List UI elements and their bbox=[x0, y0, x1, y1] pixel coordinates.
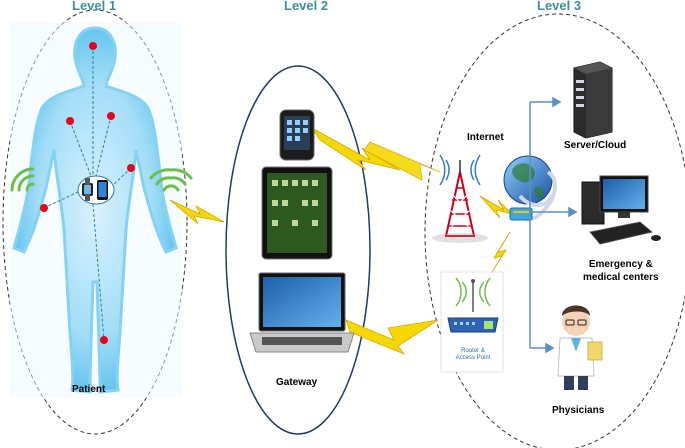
sensor-left-shoulder bbox=[66, 117, 74, 125]
router-label: Router & Access Point bbox=[449, 348, 497, 362]
lightning-icon-phone-internet bbox=[311, 127, 441, 181]
patient-body-figure bbox=[10, 22, 182, 398]
sensor-leg bbox=[100, 336, 108, 344]
emergency-label-line1: Emergency & bbox=[588, 259, 653, 270]
router-icon bbox=[440, 271, 504, 373]
desktop-computer-icon bbox=[581, 175, 661, 245]
gateway-label: Gateway bbox=[276, 377, 318, 388]
patient-label: Patient bbox=[72, 384, 106, 395]
body-sensors bbox=[40, 42, 135, 344]
sensor-head bbox=[89, 42, 97, 50]
emergency-label-line2: medical centers bbox=[583, 272, 659, 283]
globe-icon bbox=[503, 155, 557, 221]
sensor-network-lines bbox=[43, 46, 132, 341]
level1-boundary bbox=[2, 9, 188, 435]
lightning-icon-patient-gateway bbox=[169, 199, 225, 225]
server-icon bbox=[573, 61, 613, 139]
internet-label: Internet bbox=[467, 132, 504, 143]
lightning-icon-tower-globe bbox=[479, 195, 514, 219]
level3-title: Level 3 bbox=[537, 0, 582, 13]
emergency-centers-label: Emergency & medical centers bbox=[583, 258, 659, 284]
router-label-line2: Access Point bbox=[455, 355, 491, 361]
level1-title: Level 1 bbox=[72, 0, 117, 13]
level2-title: Level 2 bbox=[284, 0, 329, 13]
server-cloud-label: Server/Cloud bbox=[564, 140, 627, 151]
wifi-icon-right bbox=[149, 168, 193, 192]
smartphone-icon bbox=[97, 180, 108, 200]
physicians-label: Physicians bbox=[552, 405, 605, 416]
sensor-right-shoulder bbox=[107, 112, 115, 120]
physician-icon bbox=[557, 305, 603, 390]
lightning-icon-router-globe bbox=[491, 231, 511, 273]
smartwatch-icon bbox=[82, 178, 93, 201]
cell-tower-icon bbox=[432, 154, 488, 243]
network-plug-icon bbox=[509, 207, 533, 221]
sensor-right-hand bbox=[127, 164, 135, 172]
connection-arrows bbox=[529, 96, 578, 354]
sensor-left-hand bbox=[40, 204, 48, 212]
laptop-icon bbox=[249, 272, 355, 353]
smartphone-device-icon bbox=[279, 109, 315, 161]
lightning-icon-laptop-router bbox=[345, 319, 439, 355]
router-label-line1: Router & bbox=[461, 348, 485, 354]
wifi-icon-left bbox=[10, 167, 35, 192]
level2-boundary bbox=[225, 65, 371, 435]
tablet-icon bbox=[261, 166, 333, 260]
wearable-hub bbox=[77, 175, 115, 205]
